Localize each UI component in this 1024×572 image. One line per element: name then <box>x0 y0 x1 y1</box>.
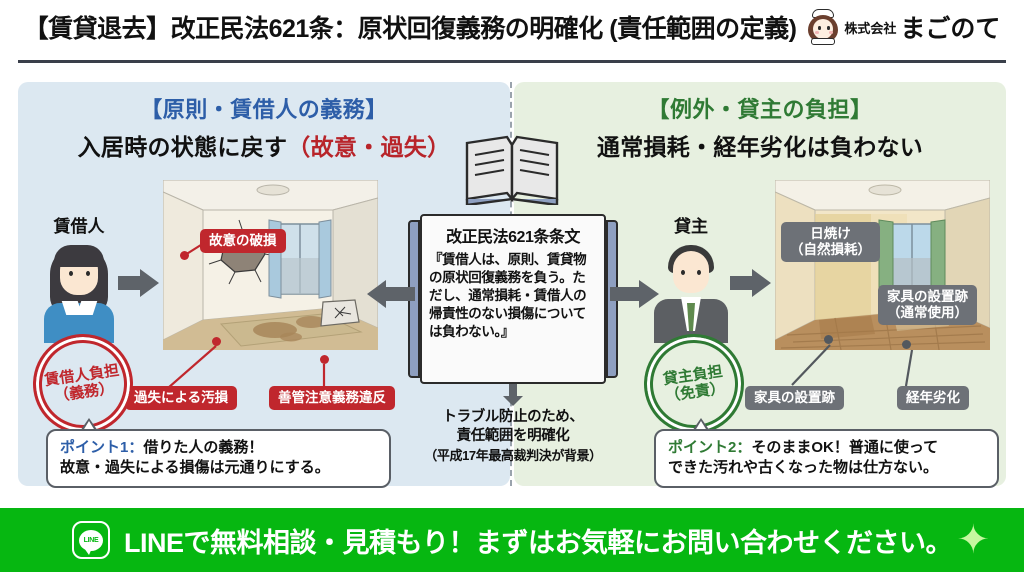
left-heading-line2: 入居時の状態に戻す（故意・過失） <box>18 128 510 162</box>
caption-line2: 責任範囲を明確化 <box>456 428 570 445</box>
law-body-text: 『賃借人は、原則、賃貸物の原状回復義務を負う。ただし、通常損耗・賃借人の帰責性の… <box>429 252 587 339</box>
line-cta-message: LINEで無料相談・見積もり！まずはお気軽にお問い合わせください。 <box>123 527 953 558</box>
tag-aging-deterioration: 経年劣化 <box>897 386 969 411</box>
point-2-line1-rest: そのままOK！普通に使って <box>751 439 939 456</box>
line-logo-icon: LINE <box>71 521 110 559</box>
header: 【賃貸退去】改正民法621条：原状回復義務の明確化 (責任範囲の定義) 株式会社… <box>0 0 1024 54</box>
caption-line3: （平成17年最高裁判決が背景） <box>424 447 602 463</box>
tag-furniture-marks: 家具の設置跡 <box>745 386 844 411</box>
tag-fm-normal-line2: （通常使用） <box>887 305 968 321</box>
arrow-down-center <box>503 384 523 406</box>
left-heading-main: 入居時の状態に戻す <box>77 134 288 160</box>
point-2-keyword: ポイント2： <box>668 439 752 456</box>
point-1-line1-rest: 借りた人の義務！ <box>143 439 264 456</box>
tag-duty-of-care-violation: 善管注意義務違反 <box>269 386 395 411</box>
line-cta-banner[interactable]: LINE LINEで無料相談・見積もり！まずはお気軽にお問い合わせください。 ✦ <box>0 508 1024 572</box>
company-logo: 株式会社 まごのて <box>806 9 1000 45</box>
marker-negligent-stain <box>212 337 221 346</box>
left-heading-accent: （故意・過失） <box>287 134 451 160</box>
marker-duty-violation <box>320 355 329 364</box>
arrow-tenant-to-room <box>118 269 159 297</box>
tenant-avatar <box>38 237 120 343</box>
tag-fm-normal-line1: 家具の設置跡 <box>887 289 968 304</box>
company-prefix: 株式会社 <box>844 20 897 36</box>
leader-line-furniture <box>791 344 831 386</box>
sparkle-icon: ✦ <box>956 518 990 562</box>
point-2-bubble: ポイント2：そのままOK！普通に使って できた汚れや古くなった物は仕方ない。 <box>654 429 999 488</box>
leader-line-aging <box>904 349 914 387</box>
page-title: 【賃貸退去】改正民法621条：原状回復義務の明確化 (責任範囲の定義) <box>23 15 797 43</box>
left-panel-heading: 【原則・賃借人の義務】 入居時の状態に戻す（故意・過失） <box>18 92 510 162</box>
landlord-label: 貸主 <box>674 217 708 236</box>
book-page <box>420 214 606 384</box>
point-2-line2: できた汚れや古くなった物は仕方ない。 <box>668 459 939 477</box>
law-text-book: 改正民法621条条文 『賃借人は、原則、賃貸物の原状回復義務を負う。ただし、通常… <box>408 214 618 384</box>
tag-sun-fading-line2: （自然損耗） <box>790 242 871 258</box>
marker-aging <box>902 340 911 349</box>
open-book-icon <box>463 133 561 207</box>
right-heading-line2: 通常損耗・経年劣化は負わない <box>596 134 924 160</box>
tag-negligent-stain: 過失による汚損 <box>125 386 238 411</box>
right-panel-heading: 【例外・貸主の負担】 通常損耗・経年劣化は負わない <box>514 92 1006 162</box>
point-1-keyword: ポイント1： <box>60 439 144 456</box>
tag-furniture-marks-normal-use: 家具の設置跡 （通常使用） <box>878 285 977 326</box>
arrow-center-to-right <box>610 280 659 308</box>
caption-line1: トラブル防止のため、 <box>442 409 584 425</box>
tag-intentional-damage: 故意の破損 <box>200 229 286 254</box>
line-logo-text: LINE <box>83 536 99 544</box>
point-1-line2: 故意・過失による損傷は元通りにする。 <box>60 459 330 477</box>
tenant-label: 賃借人 <box>53 217 105 236</box>
left-heading-line1: 【原則・賃借人の義務】 <box>140 97 388 122</box>
tag-sun-fading-line1: 日焼け <box>810 226 851 241</box>
point-1-line1: ポイント1：借りた人の義務！ <box>60 438 377 458</box>
arrow-center-to-left <box>367 280 415 308</box>
maid-character-icon <box>806 9 840 45</box>
right-heading-line1: 【例外・貸主の負担】 <box>647 97 873 122</box>
marker-intentional-damage <box>180 251 189 260</box>
leader-line-duty <box>322 364 326 388</box>
landlord-avatar <box>650 237 732 343</box>
arrow-landlord-to-room <box>730 269 771 297</box>
marker-furniture-marks <box>824 335 833 344</box>
leader-line-stain <box>167 345 217 389</box>
center-caption: トラブル防止のため、 責任範囲を明確化 （平成17年最高裁判決が背景） <box>398 408 628 464</box>
tag-sun-fading: 日焼け （自然損耗） <box>781 222 880 263</box>
law-title: 改正民法621条条文 <box>446 229 580 246</box>
company-name: まごのて <box>900 15 1001 43</box>
header-divider <box>18 60 1006 63</box>
point-1-bubble: ポイント1：借りた人の義務！ 故意・過失による損傷は元通りにする。 <box>46 429 391 488</box>
leader-line-intentional <box>184 242 205 256</box>
damaged-room-illustration <box>163 180 378 350</box>
point-2-line1: ポイント2：そのままOK！普通に使って <box>668 438 985 458</box>
